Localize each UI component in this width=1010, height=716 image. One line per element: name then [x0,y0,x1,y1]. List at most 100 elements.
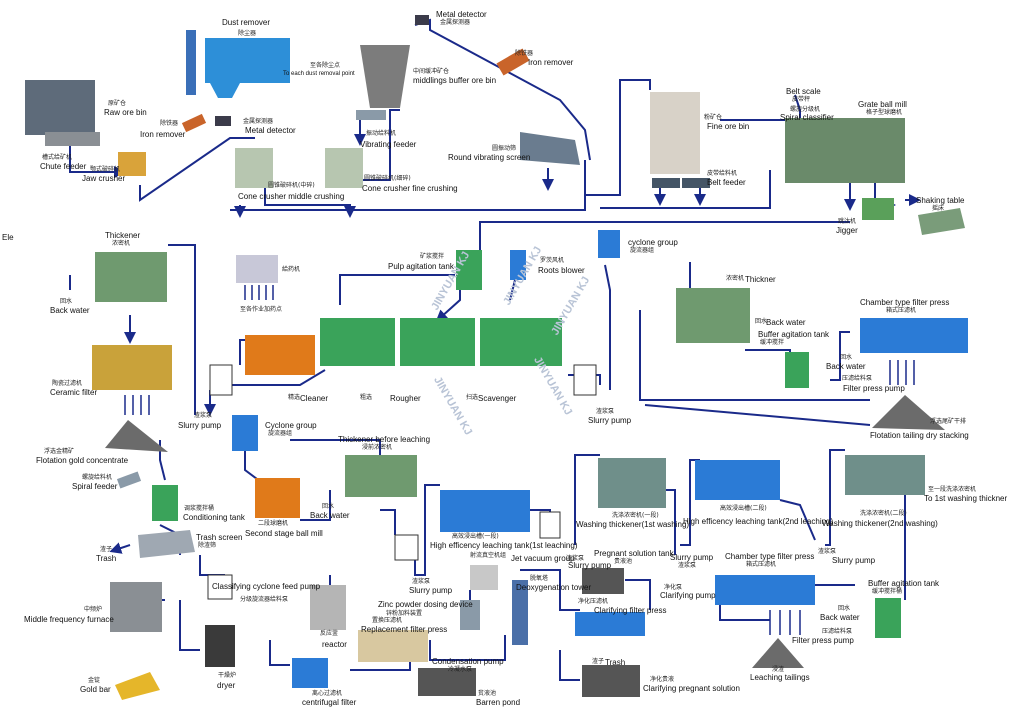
label-cn: 回水 [322,503,335,510]
label: Iron remover [140,130,186,139]
label-cn: 射流真空机组 [470,552,507,559]
label-cn: 高效浸出槽(一段) [452,533,499,540]
label: Conditioning tank [183,513,245,522]
label-cn: 格子型球磨机 [866,109,903,116]
label-cn: 箱式压滤机 [886,307,917,314]
label-cn: 金属探测器 [243,118,274,125]
label-cn: 粗选 [360,394,373,401]
label-cn: 浸前浓密机 [362,444,393,451]
label-cn: 高效浸出槽(二段) [720,505,767,512]
centrifugal-filter [292,658,328,688]
label-cn: 螺旋给料机 [82,474,113,481]
label: Jigger [836,226,858,235]
label: Round vibrating screen [448,153,531,162]
label: Slurry pump [409,586,453,595]
buffer-tank-top [785,352,809,388]
spiral-feeder [116,471,142,489]
conditioning-tank [152,485,178,521]
flow-line [139,137,255,202]
label: Filter press pump [792,636,854,645]
rougher-cell-2 [400,318,475,366]
thickener-left [95,252,167,302]
leaching-tailings-pile [752,638,804,668]
label-cn: 精选 [288,394,301,401]
label: Flotation tailing dry stacking [870,431,969,440]
flow-line [339,274,455,305]
flow-line [825,449,845,546]
jet-vacuum-group [470,565,498,590]
label-cn: 离心过滤机 [312,690,343,697]
label: Back water [50,306,90,315]
belt-feeder-1 [652,178,680,188]
label: Jaw crusher [82,174,126,183]
label: Trash screen [196,533,243,542]
label: Second stage ball mill [245,529,323,538]
dryer [205,625,235,667]
deoxygenation-tower [512,580,528,645]
label-cn: 原矿仓 [108,100,127,107]
label: Roots blower [538,266,585,275]
label-cn: 旋流器组 [268,430,293,437]
label-cn: 渣浆泵 [412,578,431,585]
label-cn: 摇床 [932,205,945,212]
label: Replacement filter press [361,625,448,634]
reactor [310,585,346,630]
hel-tank-1 [440,490,530,532]
label-cn: 除尘器 [238,30,257,37]
label: dryer [217,681,236,690]
label-cn: 浸渣 [772,666,785,673]
label: Deoxygenation tower [516,583,592,592]
label-cn: 中间缓冲矿仓 [413,68,450,75]
flow-line [380,509,396,535]
label-cn: 中频炉 [84,606,103,613]
label-cn: 回水 [838,605,851,612]
dust-remover-hopper [210,83,240,98]
flow-line [264,185,356,218]
label: Middle frequency furnace [24,615,114,624]
iron-remover-left [181,113,207,133]
label: Back water [820,613,860,622]
flow-line [159,440,166,481]
round-vibrating-screen [520,132,580,165]
label: Washing thickener(1st washing) [576,520,690,529]
label: cyclone group [628,238,678,247]
label-cn: 圆振动筛 [492,145,517,152]
label-cn: 箱式压滤机 [746,561,777,568]
label-cn: 浓密机 [726,275,745,282]
label: To each dust removal point [283,71,355,77]
pump-sump-2 [573,364,597,396]
label: Ceramic filter [50,388,98,397]
label: Flotation gold concentrate [36,456,129,465]
middlings-bin [360,45,410,108]
metal-detector-top [415,15,429,25]
label-cn: 渣浆泵 [678,562,697,569]
hel-tank-2 [695,460,780,500]
label-cn: 缓冲搅拌桶 [872,588,903,595]
label-cn: 罗茨风机 [540,257,565,264]
zinc-dosing-device [460,600,480,630]
label: Buffer agitation tank [868,579,940,588]
flow-line [720,94,801,121]
label: Slurry pump [568,561,612,570]
label-cn: 渣浆泵 [194,412,213,419]
replacement-filter-press [358,630,428,662]
label-cn: 浓密机 [112,240,131,247]
stray-text: Ele [2,233,14,242]
label-cn: 置换压滤机 [372,617,403,624]
label-cn: 渣浆泵 [818,548,837,555]
label-cn: 螺旋分级机 [790,106,821,113]
label-cn: 洗涤浓密机(一段) [612,512,659,519]
label-cn: 渣浆泵 [566,555,585,562]
thickener-before-leaching [345,455,417,497]
washing-thickener-2 [845,455,925,495]
label: Filter press pump [843,384,905,393]
flow-line [625,579,651,610]
label: Thickener [105,231,141,240]
flow-line [604,264,611,390]
label-cn: 回水 [840,354,853,361]
rougher-cell-1 [320,318,395,366]
flow-line [215,369,326,386]
label: Chamber type filter press [725,552,815,561]
label-cn: 压滤给料泵 [842,375,873,382]
label-cn: 給药机 [282,266,301,273]
